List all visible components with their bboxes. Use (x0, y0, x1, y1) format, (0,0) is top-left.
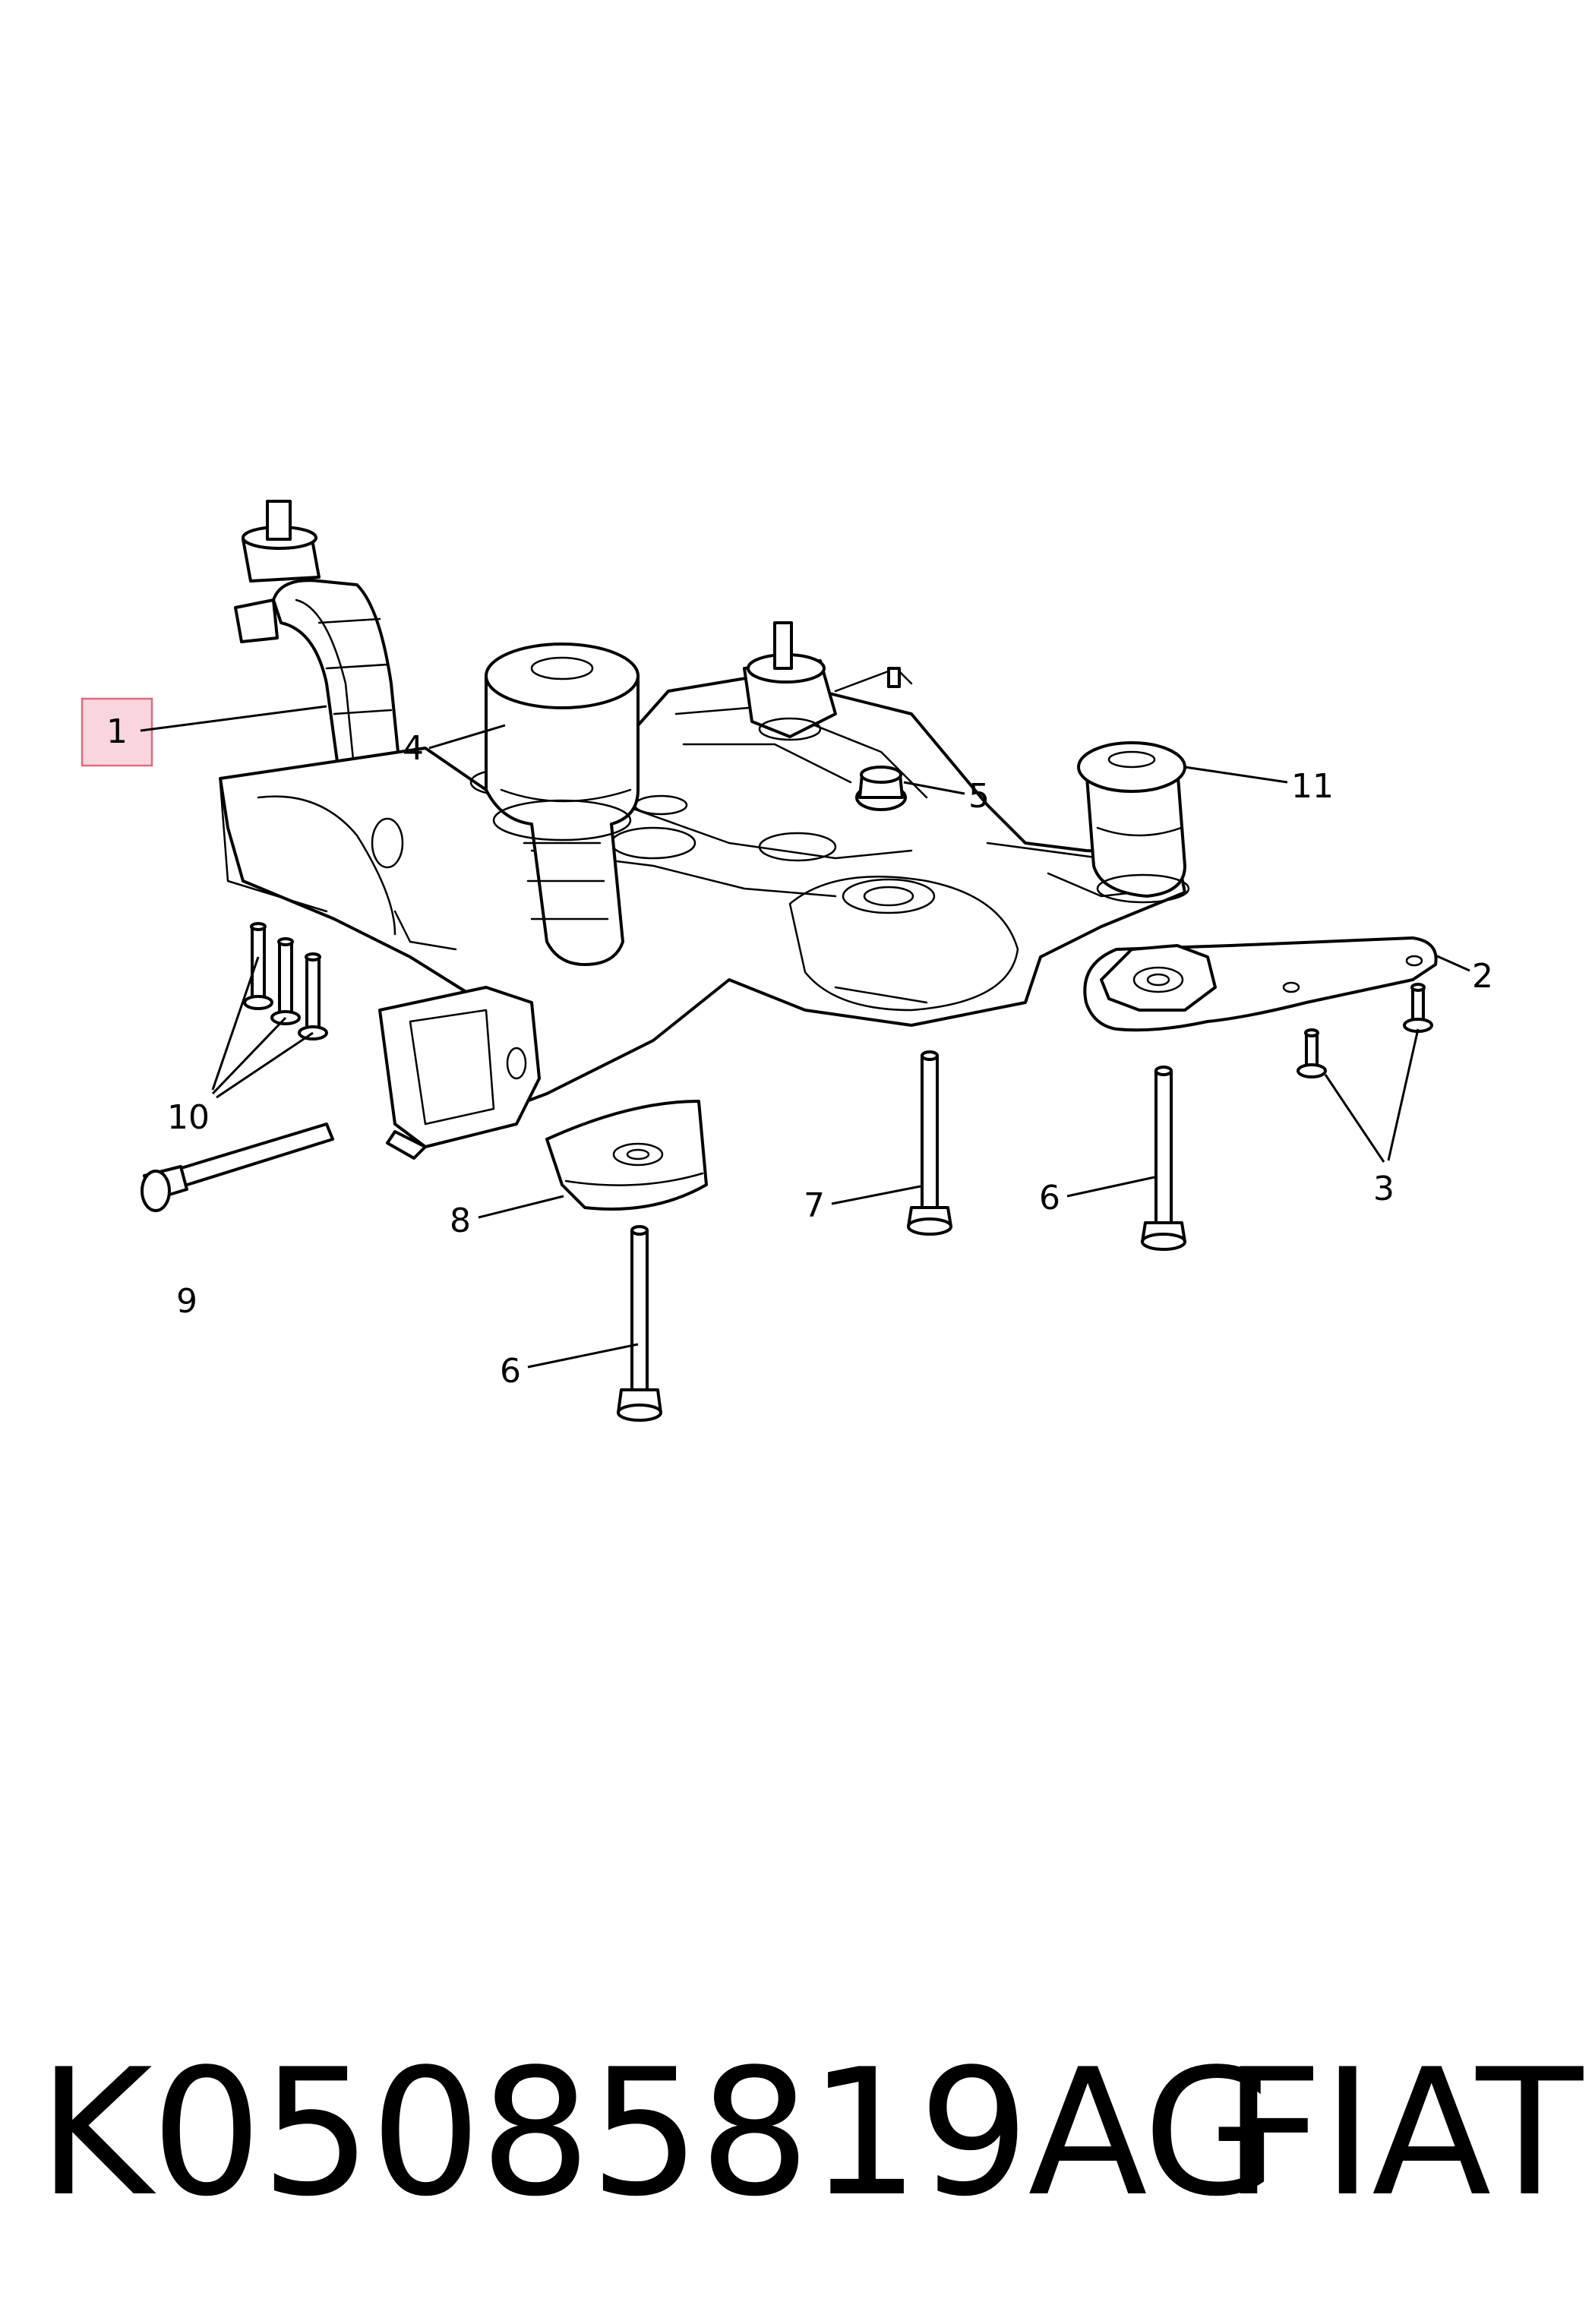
callout-6-right[interactable]: 6 (1039, 1179, 1060, 1217)
callout-2[interactable]: 2 (1472, 957, 1493, 996)
callout-1-highlight (81, 697, 153, 767)
rear-bushing[interactable] (1077, 741, 1190, 904)
callout-8[interactable]: 8 (450, 1201, 471, 1240)
mount-bracket[interactable] (1083, 936, 1438, 1032)
footer: K05085819AG FIAT (0, 2020, 1595, 2248)
callout-9[interactable]: 9 (176, 1282, 197, 1321)
front-crossmember[interactable] (219, 500, 1186, 1160)
callout-11[interactable]: 11 (1291, 767, 1334, 806)
bolt-set-10[interactable] (243, 922, 328, 1040)
long-horizontal-bolt[interactable] (141, 1123, 334, 1212)
long-bolt-6-lower[interactable] (617, 1225, 662, 1422)
leader-lines (140, 705, 1470, 1369)
rear-center-mount[interactable] (743, 621, 913, 741)
nut[interactable] (855, 766, 907, 811)
callout-5[interactable]: 5 (968, 777, 990, 816)
long-bolt-6-right[interactable] (1141, 1066, 1186, 1251)
lower-isolator[interactable] (545, 1100, 708, 1211)
callout-7[interactable]: 7 (804, 1186, 825, 1225)
parts-diagram: 1 2 3 4 5 6 6 7 8 9 10 11 (81, 500, 1493, 1422)
callout-6-lower[interactable]: 6 (500, 1352, 521, 1391)
callout-10[interactable]: 10 (167, 1098, 210, 1137)
callout-1[interactable]: 1 (106, 712, 128, 751)
callout-4[interactable]: 4 (403, 729, 424, 768)
part-number: K05085819AG (38, 2032, 1278, 2235)
brand-name: FIAT (1223, 2032, 1583, 2235)
callout-3[interactable]: 3 (1373, 1170, 1394, 1208)
isolator-post[interactable] (485, 643, 640, 966)
long-bolt-7[interactable] (907, 1050, 952, 1236)
bolt-set-3[interactable] (1297, 983, 1433, 1078)
